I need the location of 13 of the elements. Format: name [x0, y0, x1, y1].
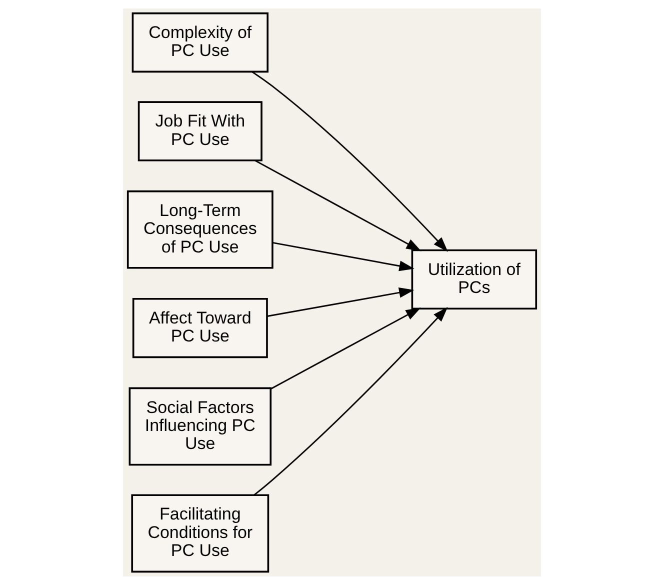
arrow — [254, 307, 448, 496]
node-box: Long-Term Consequences of PC Use — [126, 190, 274, 269]
arrow — [272, 242, 414, 272]
arrow — [266, 287, 414, 317]
node-box: Complexity of PC Use — [132, 12, 269, 73]
node-box: Job Fit With PC Use — [138, 101, 262, 162]
node-box: Utilization of PCs — [411, 249, 538, 310]
arrow — [270, 308, 421, 390]
arrow — [252, 71, 448, 252]
node-box: Affect Toward PC Use — [132, 298, 268, 358]
arrow — [254, 160, 422, 252]
node-box: Facilitating Conditions for PC Use — [131, 494, 270, 573]
node-box: Social Factors Influencing PC Use — [128, 387, 272, 466]
